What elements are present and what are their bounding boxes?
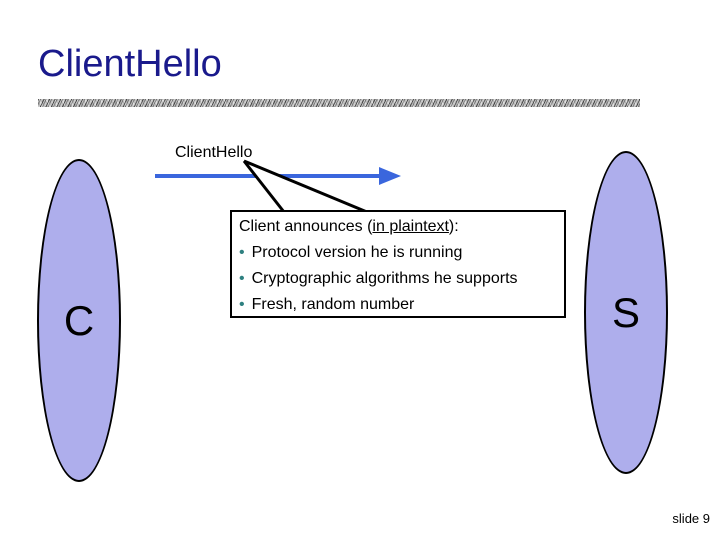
- callout-tail: [242, 159, 368, 214]
- clienthello-arrow-icon: [155, 167, 401, 185]
- server-ellipse: S: [584, 151, 668, 474]
- callout-bullet-text: Protocol version he is running: [251, 244, 463, 261]
- bullet-dot-icon: •: [239, 296, 245, 313]
- client-ellipse: C: [37, 159, 121, 482]
- callout-intro-end: ):: [448, 218, 459, 235]
- callout-intro-underlined: in plaintext: [372, 218, 449, 235]
- slide-number: slide 9: [672, 511, 710, 526]
- callout-bullet-item: • Fresh, random number: [239, 292, 558, 318]
- callout-bullet-item: • Protocol version he is running: [239, 240, 558, 266]
- callout-box: Client announces (in plaintext): • Proto…: [230, 210, 566, 318]
- client-label: C: [63, 296, 95, 344]
- title-divider: [38, 99, 640, 107]
- callout-intro: Client announces (in plaintext):: [239, 214, 558, 240]
- callout-bullet-text: Cryptographic algorithms he supports: [251, 270, 518, 287]
- slide-title: ClientHello: [38, 43, 222, 85]
- message-label: ClientHello: [175, 144, 253, 161]
- callout-bullet-item: • Cryptographic algorithms he supports: [239, 266, 558, 292]
- bullet-dot-icon: •: [239, 244, 245, 261]
- callout-intro-start: Client announces (: [239, 218, 373, 235]
- bullet-dot-icon: •: [239, 270, 245, 287]
- callout-bullet-text: Fresh, random number: [251, 296, 415, 313]
- server-label: S: [611, 288, 640, 336]
